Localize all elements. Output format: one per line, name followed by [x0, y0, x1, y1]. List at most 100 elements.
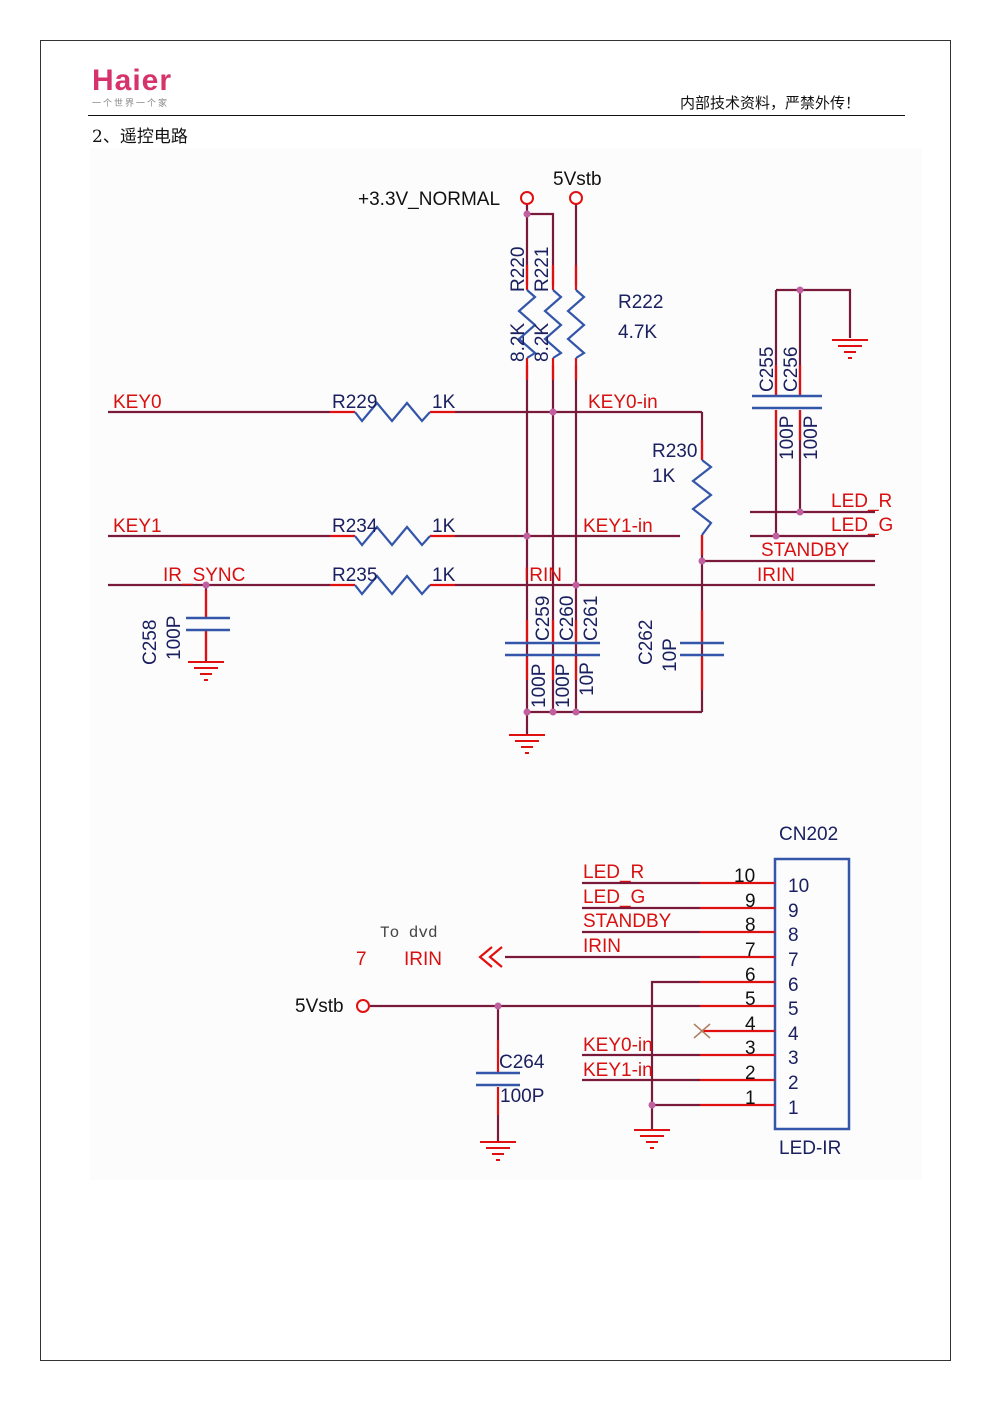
connector-ref: CN202: [779, 824, 838, 845]
pin-outer-8: 8: [745, 915, 756, 936]
value-c255: 100P: [777, 416, 798, 460]
ref-c255: C255: [757, 347, 778, 392]
conn-net-led-r: LED_R: [583, 862, 644, 883]
pin-inner-7: 7: [788, 950, 799, 971]
wires-top: [108, 203, 875, 735]
connector-cn202-body: [773, 857, 851, 1131]
value-c262: 10P: [660, 638, 681, 672]
value-c259: 100P: [529, 664, 550, 708]
resistor-r221: [543, 289, 563, 359]
resistor-symbols: [354, 289, 713, 596]
pin-inner-1: 1: [788, 1098, 799, 1119]
pin-stubs-bottom: [496, 881, 775, 1115]
label-v33: +3.3V_NORMAL: [358, 189, 500, 210]
value-c256: 100P: [801, 416, 822, 460]
pin-inner-9: 9: [788, 901, 799, 922]
ref-r229: R229: [332, 392, 377, 413]
pin-stubs-top: [204, 265, 802, 690]
no-connect-icon: [693, 1023, 711, 1039]
pin-inner-4: 4: [788, 1024, 799, 1045]
capacitor-symbols: [186, 394, 822, 657]
value-r230: 1K: [652, 466, 676, 487]
resistor-r220: [517, 289, 537, 359]
net-led-g: LED_G: [831, 515, 893, 536]
pin-outer-3: 3: [745, 1038, 756, 1059]
resistor-r229: [354, 401, 431, 423]
value-c261: 10P: [577, 662, 598, 696]
ground-icon: [831, 339, 869, 359]
value-c258: 100P: [164, 616, 185, 660]
ground-icon: [633, 1129, 671, 1149]
brand-name: Haier: [92, 64, 173, 97]
section-title: 2、遥控电路: [92, 127, 188, 147]
offpage-pin: 7: [356, 949, 367, 970]
header-divider: [88, 115, 905, 116]
pin-inner-2: 2: [788, 1073, 799, 1094]
confidential-note: 内部技术资料，严禁外传！: [680, 94, 861, 112]
pin-inner-8: 8: [788, 925, 799, 946]
net-ir-sync: IR_SYNC: [163, 565, 245, 586]
ref-c261: C261: [581, 596, 602, 641]
ground-icon: [508, 734, 546, 754]
wires-bottom: [370, 881, 700, 1142]
junctions-top: [202, 210, 804, 716]
value-r220: 8.2K: [508, 323, 529, 362]
ref-c264: C264: [499, 1052, 545, 1073]
conn-net-led-g: LED_G: [583, 887, 645, 908]
resistor-r222: [566, 289, 586, 359]
ref-c258: C258: [140, 620, 161, 665]
ref-c262: C262: [636, 620, 657, 665]
resistor-r234: [354, 525, 431, 547]
net-key0: KEY0: [113, 392, 162, 413]
net-led-r: LED_R: [831, 491, 892, 512]
pin-outer-10: 10: [734, 866, 755, 887]
value-r235: 1K: [432, 565, 456, 586]
ref-c260: C260: [557, 596, 578, 641]
offpage-note: To dvd: [380, 924, 438, 942]
pin-outer-9: 9: [745, 891, 756, 912]
pin-inner-6: 6: [788, 975, 799, 996]
haier-logo: Haier 一个世界一个家: [92, 64, 173, 110]
net-key0-in: KEY0-in: [588, 392, 658, 413]
ref-r230: R230: [652, 441, 697, 462]
ref-r234: R234: [332, 516, 378, 537]
pin-inner-3: 3: [788, 1048, 799, 1069]
label-v5-bottom: 5Vstb: [295, 996, 344, 1017]
value-r229: 1K: [432, 392, 456, 413]
value-c264: 100P: [500, 1086, 544, 1107]
net-standby: STANDBY: [761, 540, 850, 561]
page-frame: [40, 40, 951, 1361]
connector-name: LED-IR: [779, 1138, 841, 1159]
value-r221: 8.2K: [532, 323, 553, 362]
ref-r220: R220: [508, 247, 529, 292]
ref-c259: C259: [533, 596, 554, 641]
v5-terminal-top: [569, 191, 583, 205]
net-key1-in: KEY1-in: [583, 516, 653, 537]
v33-terminal: [520, 191, 534, 205]
pin-outer-6: 6: [745, 965, 756, 986]
ground-icon: [479, 1141, 517, 1161]
pin-inner-5: 5: [788, 999, 799, 1020]
ground-icon: [187, 661, 225, 681]
conn-net-key0-in: KEY0-in: [583, 1035, 653, 1056]
ref-r222: R222: [618, 292, 663, 313]
schematic-area: [90, 148, 922, 1180]
net-key1: KEY1: [113, 516, 162, 537]
label-v5-top: 5Vstb: [553, 169, 602, 190]
pin-outer-4: 4: [745, 1014, 756, 1035]
value-r234: 1K: [432, 516, 456, 537]
conn-net-standby: STANDBY: [583, 911, 672, 932]
junctions-bottom: [494, 1002, 656, 1109]
resistor-r230: [691, 459, 713, 536]
pin-inner-10: 10: [788, 876, 809, 897]
conn-net-key1-in: KEY1-in: [583, 1060, 653, 1081]
v5-terminal-bottom: [356, 999, 370, 1013]
value-r222: 4.7K: [618, 322, 657, 343]
conn-net-irin: IRIN: [583, 936, 621, 957]
capacitor-c264: [476, 1071, 520, 1087]
pin-outer-1: 1: [745, 1088, 756, 1109]
ref-r235: R235: [332, 565, 377, 586]
offpage-arrow-icon: [478, 946, 503, 968]
value-c260: 100P: [553, 664, 574, 708]
